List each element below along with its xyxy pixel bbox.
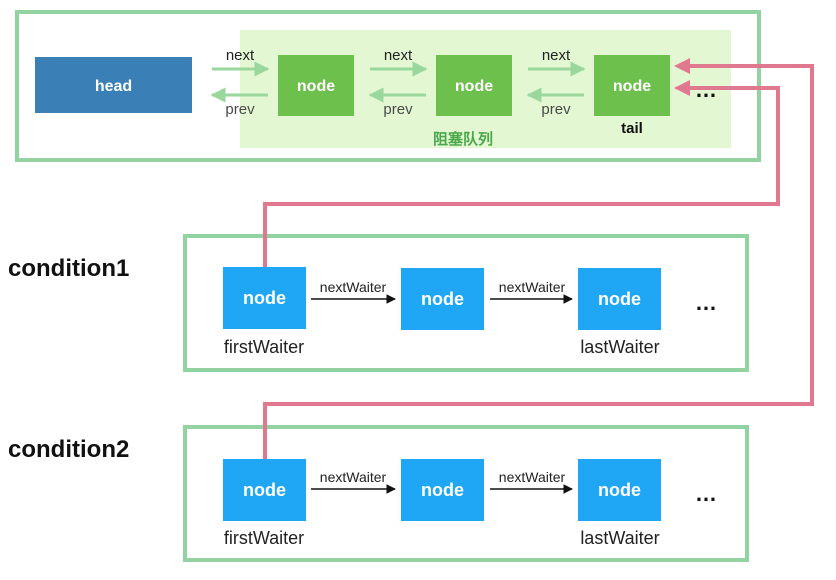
- prev-label: prev: [541, 101, 571, 118]
- last-waiter-label: lastWaiter: [580, 528, 659, 548]
- sync-node: [436, 55, 512, 116]
- cond-node-label: node: [421, 289, 464, 309]
- transfer-arrowhead: [674, 58, 690, 74]
- transfer-arrowhead: [674, 80, 690, 96]
- sync-node-label: node: [297, 78, 335, 95]
- next-label: next: [542, 47, 571, 64]
- cond-node-label: node: [598, 289, 641, 309]
- first-waiter-node: [223, 267, 306, 329]
- condition-name: condition1: [8, 255, 129, 282]
- cond-node-label: node: [598, 480, 641, 500]
- first-waiter-node: [223, 459, 306, 521]
- cond-node-label: node: [243, 480, 286, 500]
- tail-node: [594, 55, 670, 116]
- sync-queue-group: head next prev node next prev node next …: [15, 10, 761, 162]
- prev-label: prev: [383, 101, 413, 118]
- next-label: next: [226, 47, 255, 64]
- last-waiter-label: lastWaiter: [580, 337, 659, 357]
- cond-ellipsis: …: [695, 290, 717, 315]
- sync-node: [278, 55, 354, 116]
- first-waiter-label: firstWaiter: [224, 337, 304, 357]
- cond-node: [401, 459, 484, 521]
- tail-node-label: node: [613, 78, 651, 95]
- condition2-group: condition2 node nextWaiter node nextWait…: [8, 425, 749, 562]
- last-waiter-node: [578, 459, 661, 521]
- next-waiter-label: nextWaiter: [320, 279, 387, 295]
- transfer-line-condition2: [263, 64, 814, 459]
- cond-node-label: node: [243, 288, 286, 308]
- next-label: next: [384, 47, 413, 64]
- cond-node: [401, 268, 484, 330]
- first-waiter-label: firstWaiter: [224, 528, 304, 548]
- head-box: [35, 57, 192, 113]
- prev-label: prev: [225, 101, 255, 118]
- last-waiter-node: [578, 268, 661, 330]
- next-waiter-label: nextWaiter: [320, 469, 387, 485]
- next-waiter-label: nextWaiter: [499, 279, 566, 295]
- blocking-queue-caption: 阻塞队列: [433, 130, 493, 148]
- head-label: head: [95, 78, 132, 95]
- transfer-line-condition1: [263, 86, 780, 267]
- tail-label: tail: [621, 120, 643, 137]
- condition1-group: condition1 node nextWaiter node nextWait…: [8, 234, 749, 372]
- cond-ellipsis: …: [695, 481, 717, 506]
- sync-node-label: node: [455, 78, 493, 95]
- condition-name: condition2: [8, 436, 129, 463]
- cond-node-label: node: [421, 480, 464, 500]
- next-waiter-label: nextWaiter: [499, 469, 566, 485]
